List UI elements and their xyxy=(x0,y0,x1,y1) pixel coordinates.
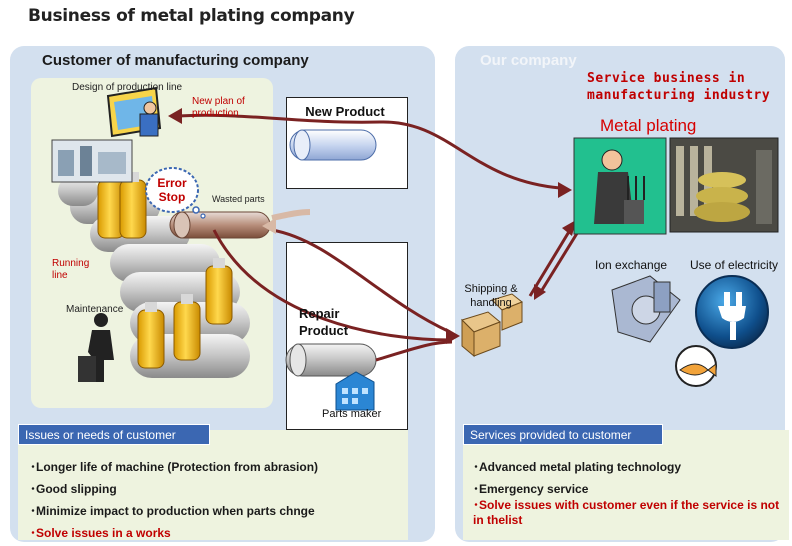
ion-exchange-label: Ion exchange xyxy=(595,258,668,272)
issues-box: ･Longer life of machine (Protection from… xyxy=(18,430,408,540)
arrow-line-to-shipping xyxy=(212,229,453,342)
wasted-parts-label: Wasted parts xyxy=(212,194,265,204)
designer-illustration xyxy=(106,86,162,138)
metal-plating-label: Metal plating xyxy=(600,116,697,135)
repair-product-label: Repair Product xyxy=(299,306,349,338)
repair-product-cylinder xyxy=(285,343,377,377)
electric-plug-icon xyxy=(695,275,769,349)
issue-item: ･Minimize impact to production when part… xyxy=(30,504,315,518)
new-product-cylinder xyxy=(289,129,377,161)
shipping-handling-label: Shipping & handling xyxy=(464,283,518,309)
error-stop-label: Error Stop xyxy=(157,176,187,204)
maintenance-label: Maintenance xyxy=(66,304,124,315)
ion-exchange-illustration xyxy=(611,275,681,343)
arrow-shipping-to-plating xyxy=(528,229,572,297)
issue-item: ･Good slipping xyxy=(30,482,117,496)
running-line-label: Running line xyxy=(52,258,90,281)
services-box: ･Advanced metal plating technology ･Emer… xyxy=(463,430,789,540)
maintenance-worker-illustration xyxy=(78,313,114,382)
arrow-repair-to-shipping xyxy=(375,340,453,362)
design-label: Design of production line xyxy=(72,82,183,93)
service-item: ･Solve issues with customer even if the … xyxy=(473,498,780,527)
arrow-heads xyxy=(168,108,576,344)
plating-worker-illustration xyxy=(573,137,667,235)
new-product-label: New Product xyxy=(305,104,385,119)
flow-arrows xyxy=(177,113,586,362)
new-plan-label: New plan of production xyxy=(192,96,245,119)
arrow-to-design xyxy=(177,113,561,190)
service-item: ･Emergency service xyxy=(473,482,589,496)
plating-factory-photo xyxy=(669,137,779,233)
issue-item: ･Solve issues in a works xyxy=(30,526,171,540)
use-of-electricity-label: Use of electricity xyxy=(690,258,779,272)
product-bottles xyxy=(97,172,233,369)
service-business-label: Service business in manufacturing indust… xyxy=(587,71,771,103)
shipping-boxes-icon xyxy=(461,293,523,358)
service-item: ･Advanced metal plating technology xyxy=(473,460,682,474)
parts-maker-building-icon xyxy=(335,371,375,411)
fish-bowl-icon xyxy=(675,345,717,387)
customer-panel-heading: Customer of manufacturing company xyxy=(42,52,309,69)
page-title: Business of metal plating company xyxy=(28,6,355,26)
wasted-part-cylinder xyxy=(169,211,271,239)
factory-robots-illustration xyxy=(51,139,133,183)
issue-item: ･Longer life of machine (Protection from… xyxy=(30,460,319,474)
arrow-wasted-to-shipping xyxy=(271,228,451,334)
services-header: Services provided to customer xyxy=(463,424,663,445)
parts-maker-label: Parts maker xyxy=(322,408,382,420)
error-stop-bubble xyxy=(145,167,206,219)
our-company-heading: Our company xyxy=(480,52,577,69)
issues-header: Issues or needs of customer xyxy=(18,424,210,445)
